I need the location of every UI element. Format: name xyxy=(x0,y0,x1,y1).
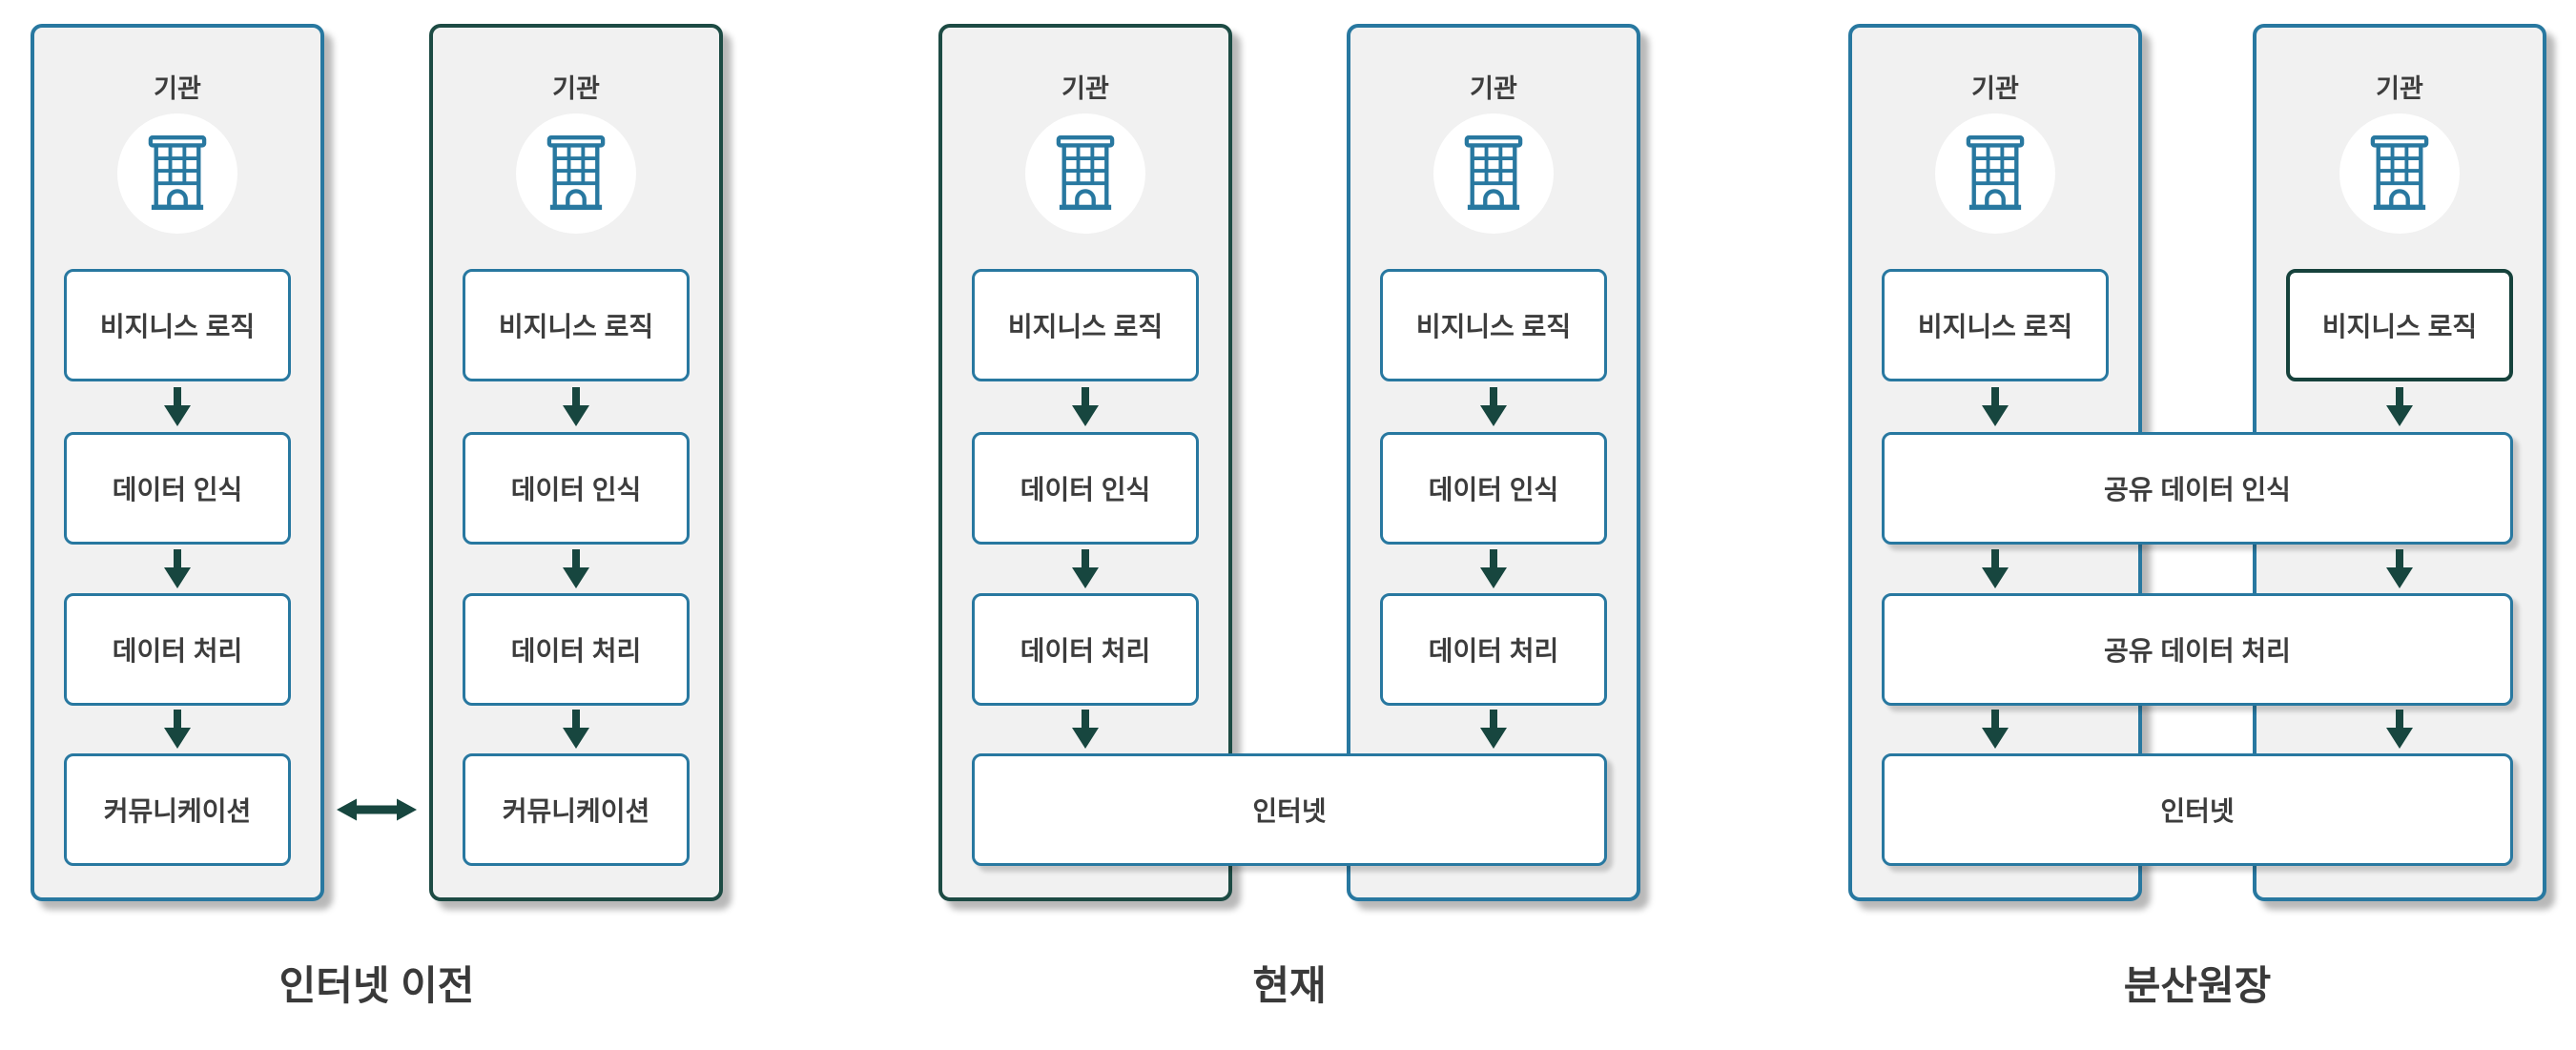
down-arrow-icon xyxy=(2386,710,2413,749)
down-arrow-icon xyxy=(1982,710,2009,749)
down-arrow-icon xyxy=(1480,549,1507,588)
process-box: 데이터 처리 xyxy=(64,593,291,706)
flow-down-arrow xyxy=(2384,710,2415,750)
process-box-label: 데이터 인식 xyxy=(1020,475,1151,504)
process-box: 비지니스 로직 xyxy=(1380,269,1607,381)
process-box-label: 커뮤니케이션 xyxy=(103,796,252,826)
process-box-label: 데이터 처리 xyxy=(112,636,243,666)
shared-box-label: 인터넷 xyxy=(2160,796,2235,826)
process-box: 비지니스 로직 xyxy=(2286,269,2513,381)
flow-down-arrow xyxy=(561,710,591,750)
process-box: 커뮤니케이션 xyxy=(463,753,690,866)
process-box-label: 커뮤니케이션 xyxy=(502,796,650,826)
flow-down-arrow xyxy=(1070,710,1101,750)
process-box-label: 비지니스 로직 xyxy=(1007,312,1164,341)
building-icon xyxy=(148,135,207,211)
shared-box: 인터넷 xyxy=(972,753,1607,866)
flow-down-arrow xyxy=(1980,549,2010,589)
down-arrow-icon xyxy=(2386,549,2413,588)
flow-down-arrow xyxy=(1070,387,1101,427)
panel-title: 기관 xyxy=(154,74,201,103)
panel-title: 기관 xyxy=(1470,74,1517,103)
shared-box-label: 인터넷 xyxy=(1252,796,1327,826)
institution-icon-circle xyxy=(516,113,636,234)
process-box: 데이터 인식 xyxy=(64,432,291,545)
process-box: 데이터 처리 xyxy=(463,593,690,706)
process-box-label: 데이터 인식 xyxy=(112,475,243,504)
process-box: 데이터 처리 xyxy=(972,593,1199,706)
down-arrow-icon xyxy=(1072,710,1099,749)
shared-box: 인터넷 xyxy=(1882,753,2513,866)
down-arrow-icon xyxy=(164,549,191,588)
institution-icon-circle xyxy=(1025,113,1145,234)
building-icon xyxy=(1966,135,2025,211)
flow-down-arrow xyxy=(162,710,193,750)
down-arrow-icon xyxy=(1480,710,1507,749)
shared-box: 공유 데이터 처리 xyxy=(1882,593,2513,706)
process-box-label: 데이터 처리 xyxy=(510,636,642,666)
process-box-label: 비지니스 로직 xyxy=(2321,312,2478,341)
panel-title: 기관 xyxy=(2376,74,2423,103)
flow-down-arrow xyxy=(162,549,193,589)
flow-down-arrow xyxy=(561,387,591,427)
down-arrow-icon xyxy=(164,710,191,749)
process-box-label: 비지니스 로직 xyxy=(1917,312,2073,341)
process-box-label: 데이터 인식 xyxy=(510,475,642,504)
down-arrow-icon xyxy=(563,387,589,426)
flow-down-arrow xyxy=(2384,549,2415,589)
down-arrow-icon xyxy=(1982,387,2009,426)
process-box: 데이터 인식 xyxy=(463,432,690,545)
down-arrow-icon xyxy=(1982,549,2009,588)
down-arrow-icon xyxy=(563,549,589,588)
process-box: 데이터 처리 xyxy=(1380,593,1607,706)
double-arrow-icon xyxy=(337,798,417,821)
process-box: 비지니스 로직 xyxy=(64,269,291,381)
down-arrow-icon xyxy=(1072,387,1099,426)
flow-down-arrow xyxy=(561,549,591,589)
process-box-label: 비지니스 로직 xyxy=(99,312,256,341)
process-box: 커뮤니케이션 xyxy=(64,753,291,866)
process-box: 비지니스 로직 xyxy=(463,269,690,381)
process-box-label: 비지니스 로직 xyxy=(1415,312,1572,341)
panel-link-double-arrow xyxy=(337,796,417,823)
flow-down-arrow xyxy=(1478,387,1509,427)
group-caption: 분산원장 xyxy=(2123,963,2272,1008)
flow-down-arrow xyxy=(1070,549,1101,589)
panel-title: 기관 xyxy=(1971,74,2019,103)
building-icon xyxy=(546,135,606,211)
down-arrow-icon xyxy=(563,710,589,749)
shared-box-label: 공유 데이터 인식 xyxy=(2104,475,2291,504)
group-caption: 현재 xyxy=(1252,963,1327,1008)
flow-down-arrow xyxy=(1478,549,1509,589)
process-box-label: 데이터 인식 xyxy=(1428,475,1559,504)
flow-down-arrow xyxy=(1478,710,1509,750)
process-box: 비지니스 로직 xyxy=(972,269,1199,381)
flow-down-arrow xyxy=(1980,387,2010,427)
shared-box: 공유 데이터 인식 xyxy=(1882,432,2513,545)
flow-down-arrow xyxy=(2384,387,2415,427)
institution-icon-circle xyxy=(117,113,237,234)
group-caption: 인터넷 이전 xyxy=(278,963,475,1008)
institution-icon-circle xyxy=(1935,113,2055,234)
process-box-label: 데이터 처리 xyxy=(1020,636,1151,666)
process-box-label: 데이터 처리 xyxy=(1428,636,1559,666)
flow-down-arrow xyxy=(1980,710,2010,750)
building-icon xyxy=(1056,135,1115,211)
flow-down-arrow xyxy=(162,387,193,427)
process-box: 비지니스 로직 xyxy=(1882,269,2109,381)
down-arrow-icon xyxy=(2386,387,2413,426)
building-icon xyxy=(1464,135,1523,211)
down-arrow-icon xyxy=(1072,549,1099,588)
institution-icon-circle xyxy=(2339,113,2460,234)
institution-icon-circle xyxy=(1433,113,1554,234)
down-arrow-icon xyxy=(1480,387,1507,426)
shared-box-label: 공유 데이터 처리 xyxy=(2104,636,2291,666)
process-box: 데이터 인식 xyxy=(1380,432,1607,545)
panel-title: 기관 xyxy=(1061,74,1109,103)
panel-title: 기관 xyxy=(552,74,600,103)
down-arrow-icon xyxy=(164,387,191,426)
process-box: 데이터 인식 xyxy=(972,432,1199,545)
process-box-label: 비지니스 로직 xyxy=(498,312,654,341)
building-icon xyxy=(2370,135,2429,211)
